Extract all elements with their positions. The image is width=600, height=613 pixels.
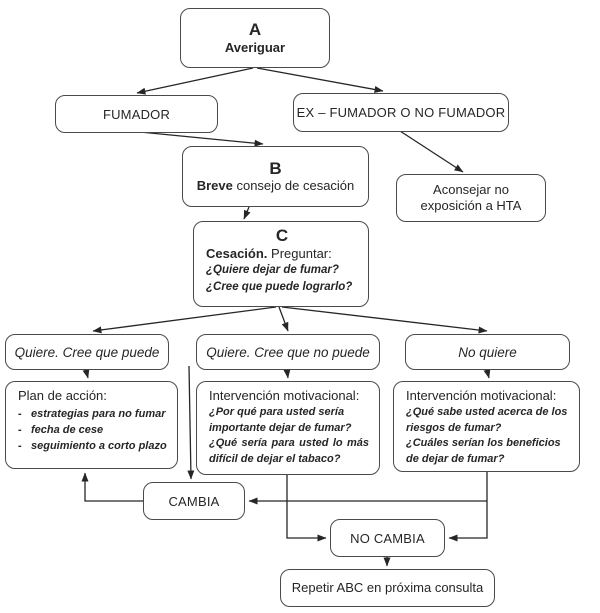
node-a-averiguar: A Averiguar	[180, 8, 330, 68]
arrow-fumador-to-b	[139, 131, 264, 147]
arrow-a-to-exfumador	[256, 67, 384, 93]
plan-item-2-text: fecha de cese	[31, 423, 104, 436]
plan-item-3-text: seguimiento a corto plazo	[31, 439, 167, 452]
arrow-branch1-to-plan	[82, 368, 90, 379]
plan-items: estrategias para no fumar fecha de cese …	[18, 407, 167, 455]
node-c-question-1: ¿Quiere dejar de fumar?	[206, 264, 339, 277]
no-cambia-label: NO CAMBIA	[350, 530, 425, 546]
arrow-b-to-c	[243, 206, 251, 220]
node-b-label-bold: Breve	[196, 178, 233, 194]
plan-item-3: seguimiento a corto plazo	[18, 439, 167, 455]
motivacional-1-question-1: ¿Por qué para usted sería importante dej…	[209, 405, 352, 434]
arrow-c-to-quiere-puede	[92, 306, 277, 334]
branch-quiere-no-puede-label: Quiere. Cree que no puede	[206, 344, 370, 360]
motivacional-2-question-1: ¿Qué sabe usted acerca de los riesgos de…	[406, 405, 568, 434]
node-branch-quiere-puede: Quiere. Cree que puede	[5, 334, 169, 370]
plan-item-1-text: estrategias para no fumar	[31, 407, 166, 420]
node-no-cambia: NO CAMBIA	[330, 519, 445, 557]
node-ex-fumador-label: EX – FUMADOR O NO FUMADOR	[296, 105, 506, 120]
arrow-motivacional2-to-nocambia	[448, 472, 488, 542]
arrow-cambia-to-plan	[81, 472, 143, 502]
node-b-label: Breve consejo de cesación	[197, 178, 355, 194]
node-c-question-2: ¿Cree que puede lograrlo?	[206, 280, 353, 293]
motivacional-2-question-2: ¿Cuáles serían los beneficios de dejar d…	[406, 437, 561, 465]
arrow-motivacional1-to-nocambia	[286, 475, 327, 542]
node-branch-no-quiere: No quiere	[405, 334, 570, 370]
node-intervencion-motivacional-1: Intervención motivacional: ¿Por qué para…	[196, 381, 380, 475]
arrow-c-to-no-quiere	[281, 306, 488, 334]
node-c-title: Cesación. Preguntar:	[206, 246, 358, 263]
node-c-title-bold: Cesación.	[206, 245, 268, 261]
node-b-label-rest: consejo de cesación	[232, 178, 355, 194]
node-b-breve-consejo: B Breve consejo de cesación	[182, 146, 369, 207]
motivacional-2-title: Intervención motivacional:	[406, 388, 557, 403]
node-a-label: Averiguar	[224, 39, 286, 55]
node-c-cesacion: C Cesación. Preguntar: ¿Quiere dejar de …	[193, 221, 369, 307]
arrow-exfumador-to-aconsejar	[399, 130, 464, 173]
node-branch-quiere-no-puede: Quiere. Cree que no puede	[196, 334, 380, 370]
arrow-c-to-quiere-no-puede	[278, 306, 289, 332]
plan-item-2: fecha de cese	[18, 423, 167, 439]
node-aconsejar-label: Aconsejar no exposición a HTA	[420, 181, 522, 213]
node-plan-de-accion: Plan de acción: estrategias para no fuma…	[5, 381, 178, 469]
branch-no-quiere-label: No quiere	[458, 344, 517, 360]
plan-title: Plan de acción:	[18, 388, 107, 403]
node-a-letter: A	[248, 20, 262, 40]
node-cambia: CAMBIA	[143, 482, 245, 520]
cambia-label: CAMBIA	[168, 493, 220, 509]
arrow-a-to-fumador	[136, 67, 254, 95]
motivacional-1-title: Intervención motivacional:	[209, 388, 360, 403]
node-ex-fumador: EX – FUMADOR O NO FUMADOR	[293, 93, 509, 132]
node-fumador-label: FUMADOR	[102, 106, 171, 122]
branch-quiere-puede-label: Quiere. Cree que puede	[14, 344, 160, 360]
node-c-letter: C	[275, 226, 289, 245]
node-b-letter: B	[269, 158, 282, 178]
node-intervencion-motivacional-2: Intervención motivacional: ¿Qué sabe ust…	[393, 381, 580, 472]
repetir-label: Repetir ABC en próxima consulta	[291, 579, 484, 595]
arrow-branch2-to-motivacional1	[283, 369, 291, 379]
node-aconsejar-hta: Aconsejar no exposición a HTA	[396, 174, 546, 222]
node-fumador: FUMADOR	[55, 95, 218, 133]
arrow-branch3-to-motivacional2	[483, 368, 491, 379]
node-c-title-rest: Preguntar:	[267, 245, 332, 261]
arrow-down-to-cambia-top	[187, 365, 195, 480]
motivacional-1-question-2: ¿Qué sería para usted lo más difícil de …	[209, 437, 369, 465]
node-repetir-abc: Repetir ABC en próxima consulta	[280, 569, 495, 607]
plan-item-1: estrategias para no fumar	[18, 407, 167, 423]
